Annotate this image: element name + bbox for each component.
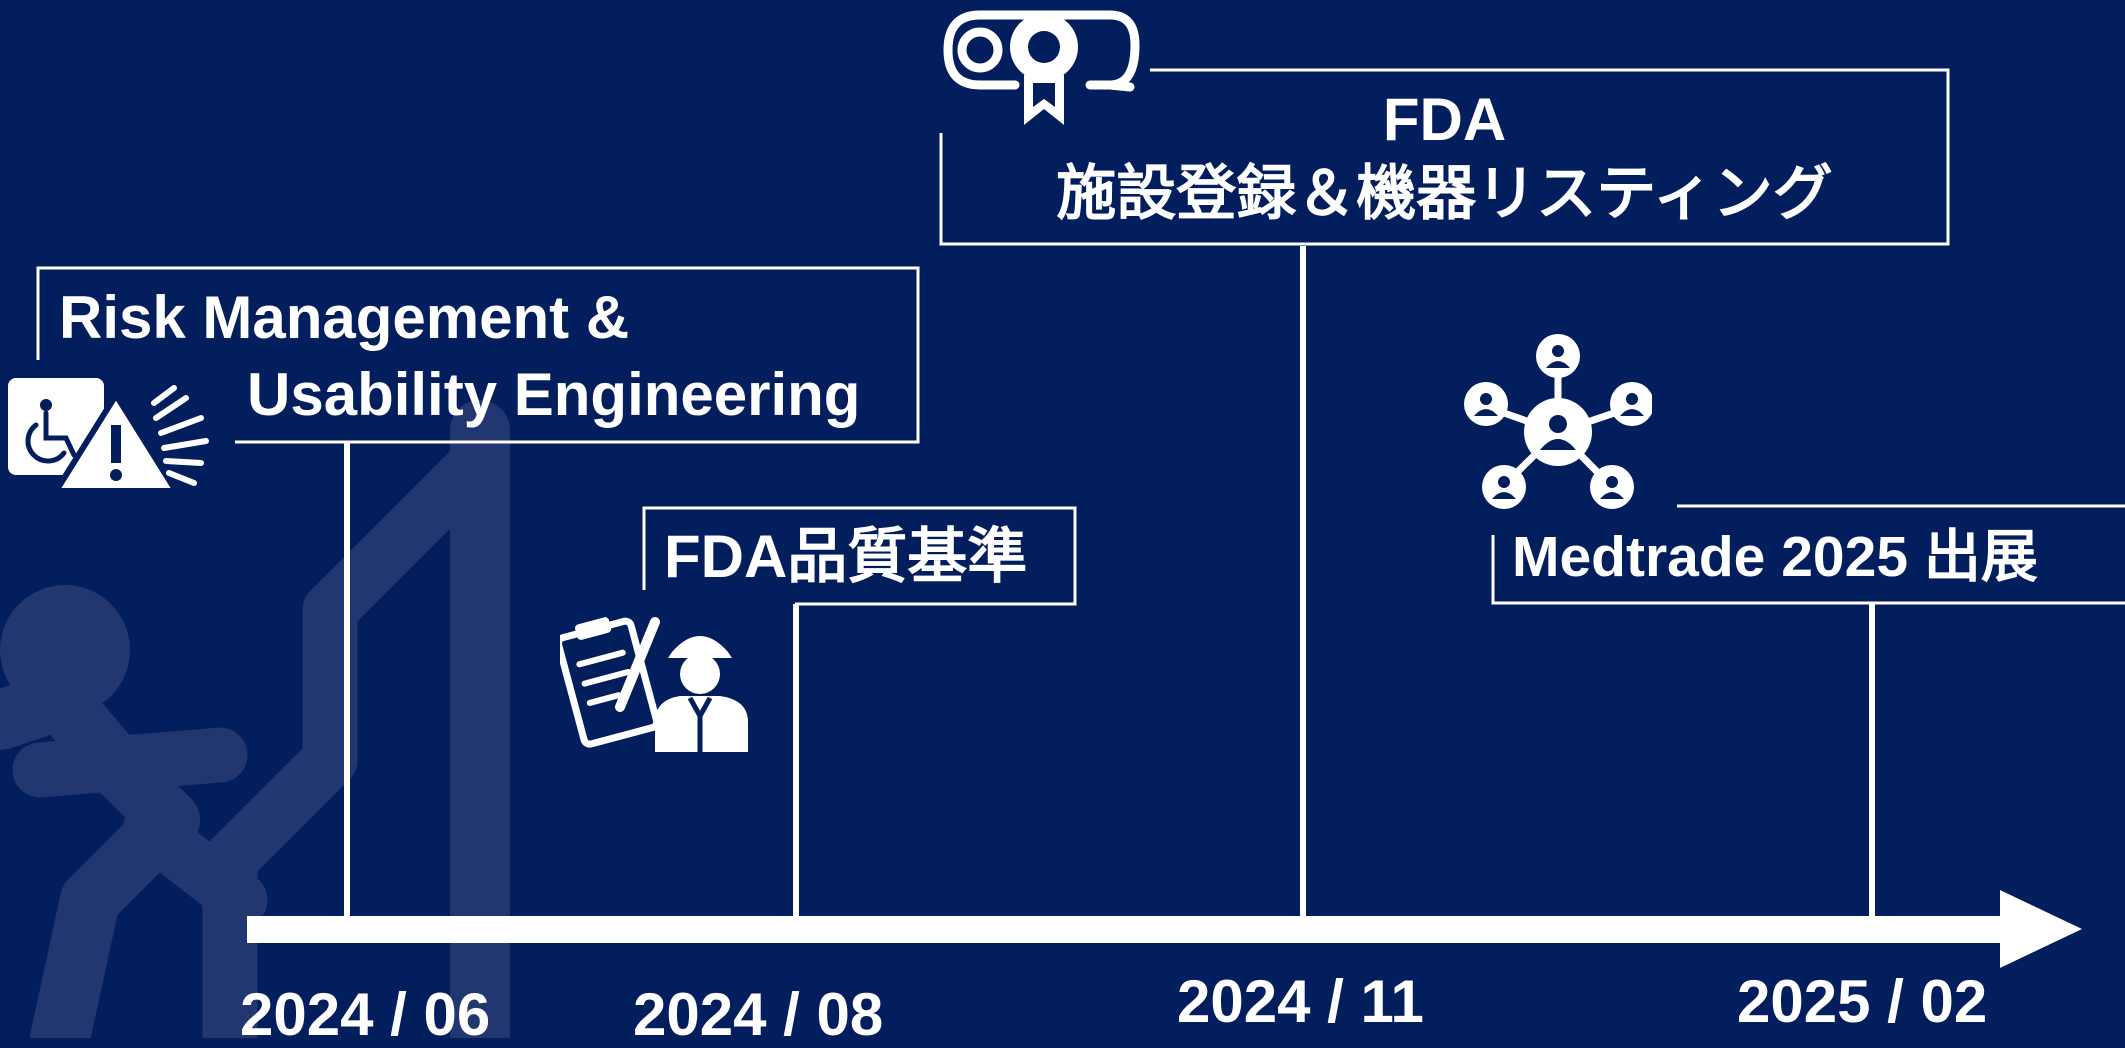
fda-registration-label-frame (939, 68, 1950, 246)
timeline-arrowhead (2000, 890, 2082, 968)
fda-quality-label-frame (642, 506, 1077, 606)
date-label: 2024 / 08 (633, 981, 884, 1048)
fda-quality-title: FDA品質基準 (664, 523, 1028, 590)
network-people-icon (1464, 334, 1652, 509)
date-label: 2025 / 02 (1737, 968, 1988, 1035)
risk-title-line2: Usability Engineering (247, 361, 861, 428)
accessibility-warning-sign-language-icon (8, 378, 209, 494)
medtrade-title: Medtrade 2025 出展 (1512, 525, 2038, 589)
date-label: 2024 / 06 (240, 981, 491, 1048)
medtrade-label-frame (1491, 504, 2125, 605)
fda-registration-title-line1: FDA (1382, 86, 1507, 153)
diploma-certificate-icon (943, 10, 1140, 125)
risk-title-line1: Risk Management & (59, 284, 630, 351)
clipboard-checklist-worker-icon (560, 617, 748, 752)
risk-label-frame (36, 266, 920, 444)
fda-registration-title-line2: 施設登録＆機器リスティング (1056, 160, 1833, 227)
date-label: 2024 / 11 (1177, 968, 1424, 1035)
